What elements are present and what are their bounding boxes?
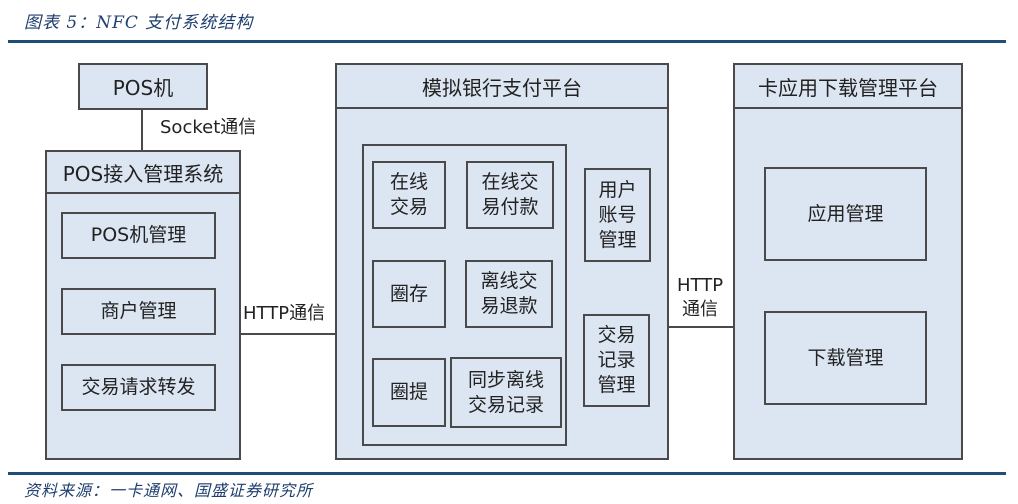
module-label-line: 交易: [389, 196, 428, 218]
figure-caption: 图表 5：NFC 支付系统结构: [24, 13, 254, 33]
pos-access-system-header: POS接入管理系统: [45, 150, 241, 194]
module-merchant-management: 商户管理: [61, 288, 216, 335]
card-app-platform-header: 卡应用下载管理平台: [733, 63, 963, 109]
module-online-transaction: 在线 交易: [372, 161, 446, 229]
module-label-line: 记录: [597, 349, 636, 371]
module-online-payment: 在线交 易付款: [466, 161, 554, 229]
module-label-line: 管理: [597, 374, 636, 396]
module-label-line: 交易: [597, 324, 636, 346]
socket-connector-line: [141, 108, 143, 151]
module-label-line: 在线交: [481, 171, 539, 193]
bank-platform-header: 模拟银行支付平台: [335, 63, 669, 109]
module-label-line: 交易记录: [467, 393, 544, 416]
module-transaction-forwarding: 交易请求转发: [61, 364, 216, 411]
module-label: 交易请求转发: [81, 376, 196, 398]
http-left-connector-line: [240, 333, 337, 335]
module-label: 下载管理: [807, 346, 884, 369]
card-app-platform-title: 卡应用下载管理平台: [758, 75, 938, 100]
top-rule: [8, 40, 1006, 43]
pos-access-system-title: POS接入管理系统: [62, 161, 224, 186]
module-label: 应用管理: [807, 202, 884, 225]
card-app-platform-body: [733, 107, 963, 460]
module-label-line: 离线交: [480, 270, 538, 292]
module-label-line: 在线: [389, 171, 428, 193]
module-transaction-record-management: 交易 记录 管理: [583, 314, 650, 407]
http-right-connector-line: [667, 326, 734, 328]
module-label-line: 圈提: [389, 381, 428, 403]
http-right-label-line2: 通信: [682, 299, 719, 320]
module-pos-management: POS机管理: [61, 212, 216, 259]
pos-terminal-label: POS机: [112, 76, 174, 100]
bank-platform-title: 模拟银行支付平台: [422, 75, 582, 100]
module-app-management: 应用管理: [764, 167, 927, 261]
socket-label: Socket通信: [160, 116, 257, 140]
module-unload: 圈提: [372, 358, 446, 427]
module-label-line: 用户: [598, 178, 637, 201]
module-download-management: 下载管理: [764, 311, 927, 405]
pos-terminal-box: POS机: [78, 63, 208, 110]
module-label-line: 易退款: [480, 295, 538, 317]
module-user-account-management: 用户 账号 管理: [584, 168, 651, 262]
http-right-label: HTTP 通信: [677, 274, 724, 322]
module-sync-offline-records: 同步离线 交易记录: [450, 357, 562, 428]
module-label-line: 易付款: [481, 196, 539, 218]
module-label-line: 管理: [598, 228, 637, 251]
module-label: POS机管理: [90, 224, 187, 246]
figure-source: 资料来源：一卡通网、国盛证券研究所: [24, 481, 314, 500]
http-right-label-line1: HTTP: [677, 275, 724, 296]
http-left-label: HTTP通信: [243, 302, 326, 326]
module-offline-refund: 离线交 易退款: [465, 260, 553, 328]
bottom-rule: [8, 472, 1006, 475]
module-load: 圈存: [372, 260, 446, 328]
module-label-line: 同步离线: [467, 368, 544, 391]
module-label-line: 圈存: [389, 282, 428, 305]
module-label: 商户管理: [100, 300, 177, 322]
module-label-line: 账号: [598, 203, 637, 226]
